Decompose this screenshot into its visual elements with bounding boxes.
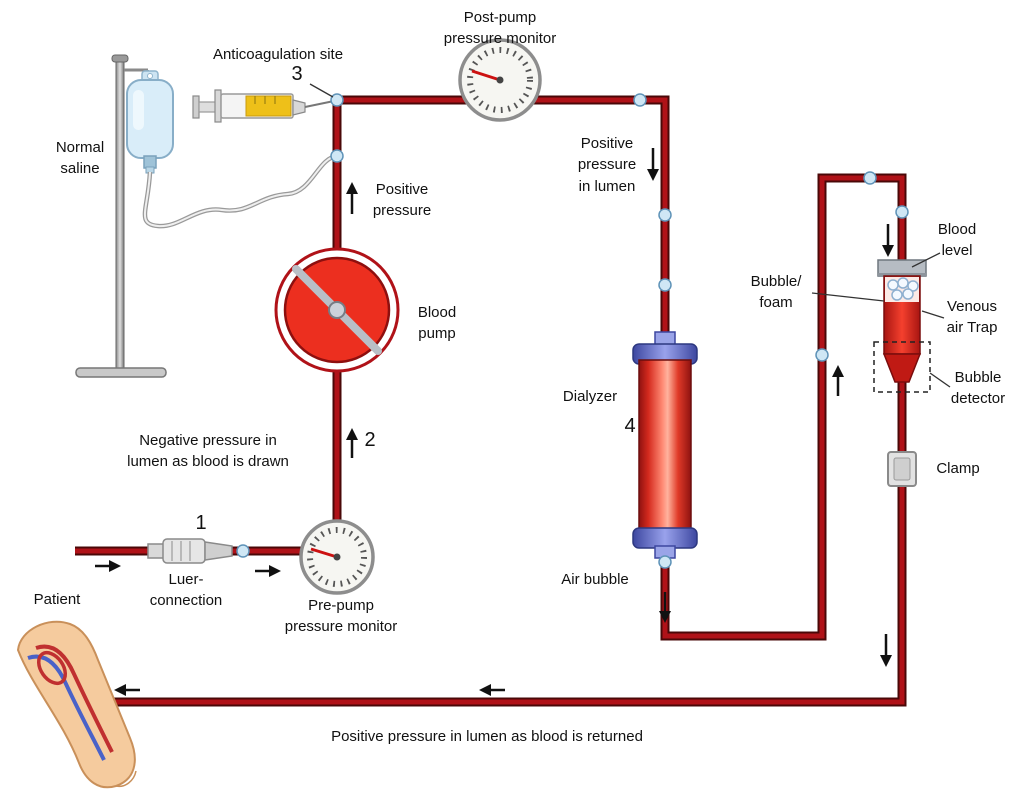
up-arrow-return-riser xyxy=(832,365,844,396)
label-number-1: 1 xyxy=(195,512,207,534)
down-arrow-blood-level xyxy=(882,224,894,257)
label-number-2: 2 xyxy=(364,429,376,451)
label-post-pump-monitor: Post-pump pressure monitor xyxy=(443,9,557,48)
label-air-bubble: Air bubble xyxy=(561,571,629,588)
down-arrow-to-return xyxy=(880,634,892,667)
artery-line xyxy=(35,644,114,753)
vein-line xyxy=(27,654,106,761)
label-pre-pump-monitor: Pre-pump pressure monitor xyxy=(284,597,398,636)
down-arrow-air-bubble xyxy=(659,592,671,623)
label-clamp: Clamp xyxy=(936,460,980,477)
flow-arrows xyxy=(95,148,894,696)
down-arrow-lumen xyxy=(647,148,659,181)
pointer-venous-trap xyxy=(921,310,945,319)
pointer-lines xyxy=(309,83,951,388)
saline-bag xyxy=(126,70,174,174)
label-blood-pump: Blood pump xyxy=(417,304,457,343)
label-return-pressure: Positive pressure in lumen as blood is r… xyxy=(331,728,643,745)
label-negative-pressure: Negative pressure in lumen as blood is d… xyxy=(127,432,289,471)
dialyzer xyxy=(632,331,698,559)
pointer-anticoagulation xyxy=(309,83,334,98)
up-arrow-2 xyxy=(346,428,358,458)
label-venous-air-trap: Venous air Trap xyxy=(946,298,998,337)
label-patient: Patient xyxy=(33,591,81,608)
venous-air-trap xyxy=(873,259,931,393)
iv-pole xyxy=(75,54,167,378)
sensor-dots xyxy=(236,93,909,569)
label-blood-level: Blood level xyxy=(937,221,977,260)
label-anticoagulation-site: Anticoagulation site xyxy=(212,46,344,63)
up-arrow-positive-pressure xyxy=(346,182,358,214)
luer-connector xyxy=(147,538,233,564)
patient-arm xyxy=(16,620,137,789)
pointer-bubble-detector xyxy=(929,372,951,388)
syringe xyxy=(192,89,335,123)
label-bubble-foam: Bubble/ foam xyxy=(750,273,802,312)
pointer-bubble-foam xyxy=(811,292,885,302)
right-arrow-prepump xyxy=(255,565,281,577)
left-arrow-return-left xyxy=(114,684,140,696)
right-arrow-patient xyxy=(95,560,121,572)
pre-pump-gauge xyxy=(299,519,375,595)
label-positive-pressure-in-lumen: Positive pressure in lumen xyxy=(577,135,637,195)
label-normal-saline: Normal saline xyxy=(55,139,105,178)
blood-pump xyxy=(274,247,400,373)
post-pump-gauge xyxy=(458,38,542,122)
label-luer-connection: Luer- connection xyxy=(149,571,223,610)
bubble-detector-outline xyxy=(873,341,931,393)
label-dialyzer: Dialyzer xyxy=(562,388,618,405)
blood-tubing xyxy=(75,95,907,707)
label-number-3: 3 xyxy=(291,63,303,85)
foam-bubbles xyxy=(887,277,919,301)
left-arrow-return-mid xyxy=(479,684,505,696)
label-bubble-detector: Bubble detector xyxy=(950,369,1006,408)
pointer-blood-level xyxy=(911,252,941,268)
clamp xyxy=(887,451,917,487)
saline-tube xyxy=(142,153,338,229)
label-positive-pressure: Positive pressure xyxy=(372,181,432,220)
label-number-4: 4 xyxy=(624,415,636,437)
fistula-loop xyxy=(36,650,68,686)
